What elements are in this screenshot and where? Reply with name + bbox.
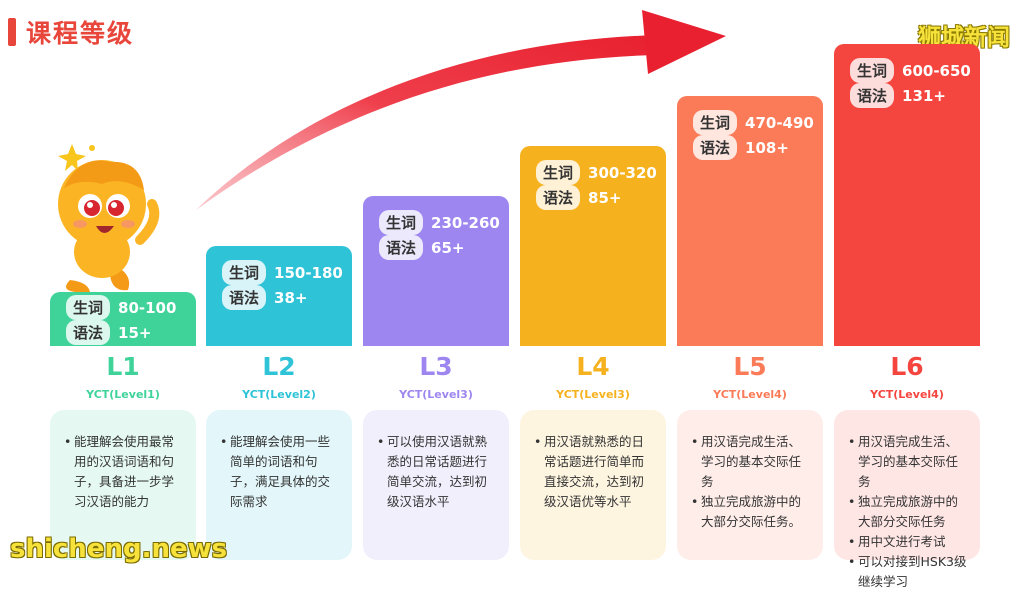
vocab-value: 300-320	[588, 163, 657, 182]
description-item: 用中文进行考试	[848, 532, 968, 552]
description-list: 用汉语完成生活、学习的基本交际任务独立完成旅游中的大部分交际任务用中文进行考试可…	[848, 432, 968, 592]
grammar-value: 85+	[588, 188, 622, 207]
vocab-value: 150-180	[274, 263, 343, 282]
grammar-label-chip: 语法	[222, 285, 267, 310]
yct-level-label: YCT(Level4)	[713, 388, 787, 401]
level-name: L5	[733, 352, 767, 381]
description-item: 能理解会使用一些简单的词语和句子，满足具体的交际需求	[220, 432, 340, 512]
page-header: 课程等级	[8, 14, 134, 50]
watermark-text: shicheng.news	[10, 534, 228, 564]
description-item: 用汉语完成生活、学习的基本交际任务	[691, 432, 811, 492]
description-item: 用汉语完成生活、学习的基本交际任务	[848, 432, 968, 492]
description-item: 可以使用汉语就熟悉的日常话题进行简单交流，达到初级汉语水平	[377, 432, 497, 512]
level-description-card: 可以使用汉语就熟悉的日常话题进行简单交流，达到初级汉语水平	[363, 410, 509, 560]
grammar-label-chip: 语法	[66, 320, 111, 345]
growth-arrow-icon	[196, 10, 726, 210]
vocab-row: 生词 600-650	[850, 58, 971, 83]
vocab-label-chip: 生词	[693, 110, 738, 135]
level-name: L1	[106, 352, 140, 381]
yct-level-label: YCT(Level3)	[399, 388, 473, 401]
grammar-row: 语法 65+	[379, 235, 464, 260]
vocab-row: 生词 470-490	[693, 110, 814, 135]
grammar-label-chip: 语法	[850, 83, 895, 108]
page-title: 课程等级	[26, 19, 135, 48]
vocab-value: 80-100	[118, 298, 177, 317]
grammar-row: 语法 131+	[850, 83, 946, 108]
grammar-row: 语法 15+	[66, 320, 151, 345]
grammar-label-chip: 语法	[693, 135, 738, 160]
vocab-value: 470-490	[745, 113, 814, 132]
description-list: 能理解会使用一些简单的词语和句子，满足具体的交际需求	[220, 432, 340, 512]
grammar-value: 108+	[745, 138, 789, 157]
description-item: 用汉语就熟悉的日常话题进行简单而直接交流，达到初级汉语优等水平	[534, 432, 654, 512]
description-list: 用汉语完成生活、学习的基本交际任务独立完成旅游中的大部分交际任务。	[691, 432, 811, 532]
vocab-label-chip: 生词	[379, 210, 424, 235]
grammar-value: 131+	[902, 86, 946, 105]
grammar-value: 38+	[274, 288, 308, 307]
vocab-row: 生词 80-100	[66, 295, 176, 320]
level-description-card: 用汉语就熟悉的日常话题进行简单而直接交流，达到初级汉语优等水平	[520, 410, 666, 560]
yct-level-label: YCT(Level2)	[242, 388, 316, 401]
level-description-card: 能理解会使用一些简单的词语和句子，满足具体的交际需求	[206, 410, 352, 560]
grammar-label-chip: 语法	[379, 235, 424, 260]
grammar-value: 15+	[118, 323, 152, 342]
yct-level-label: YCT(Level3)	[556, 388, 630, 401]
mascot-icon	[58, 144, 160, 292]
level-description-card: 用汉语完成生活、学习的基本交际任务独立完成旅游中的大部分交际任务。	[677, 410, 823, 560]
vocab-value: 600-650	[902, 61, 971, 80]
grammar-row: 语法 108+	[693, 135, 789, 160]
grammar-row: 语法 85+	[536, 185, 621, 210]
vocab-row: 生词 300-320	[536, 160, 657, 185]
vocab-label-chip: 生词	[536, 160, 581, 185]
vocab-row: 生词 230-260	[379, 210, 500, 235]
description-item: 独立完成旅游中的大部分交际任务	[848, 492, 968, 532]
description-list: 可以使用汉语就熟悉的日常话题进行简单交流，达到初级汉语水平	[377, 432, 497, 512]
yct-level-label: YCT(Level4)	[870, 388, 944, 401]
level-name: L4	[576, 352, 610, 381]
description-list: 能理解会使用最常用的汉语词语和句子，具备进一步学习汉语的能力	[64, 432, 184, 512]
grammar-row: 语法 38+	[222, 285, 307, 310]
description-item: 独立完成旅游中的大部分交际任务。	[691, 492, 811, 532]
level-name: L6	[890, 352, 924, 381]
grammar-label-chip: 语法	[536, 185, 581, 210]
level-name: L2	[262, 352, 296, 381]
description-item: 能理解会使用最常用的汉语词语和句子，具备进一步学习汉语的能力	[64, 432, 184, 512]
vocab-value: 230-260	[431, 213, 500, 232]
description-item: 可以对接到HSK3级继续学习	[848, 552, 968, 592]
level-description-card: 能理解会使用最常用的汉语词语和句子，具备进一步学习汉语的能力	[50, 410, 196, 560]
description-list: 用汉语就熟悉的日常话题进行简单而直接交流，达到初级汉语优等水平	[534, 432, 654, 512]
yct-level-label: YCT(Level1)	[86, 388, 160, 401]
vocab-label-chip: 生词	[66, 295, 111, 320]
level-name: L3	[419, 352, 453, 381]
vocab-row: 生词 150-180	[222, 260, 343, 285]
vocab-label-chip: 生词	[850, 58, 895, 83]
title-accent-bar	[8, 18, 16, 46]
vocab-label-chip: 生词	[222, 260, 267, 285]
grammar-value: 65+	[431, 238, 465, 257]
level-description-card: 用汉语完成生活、学习的基本交际任务独立完成旅游中的大部分交际任务用中文进行考试可…	[834, 410, 980, 589]
